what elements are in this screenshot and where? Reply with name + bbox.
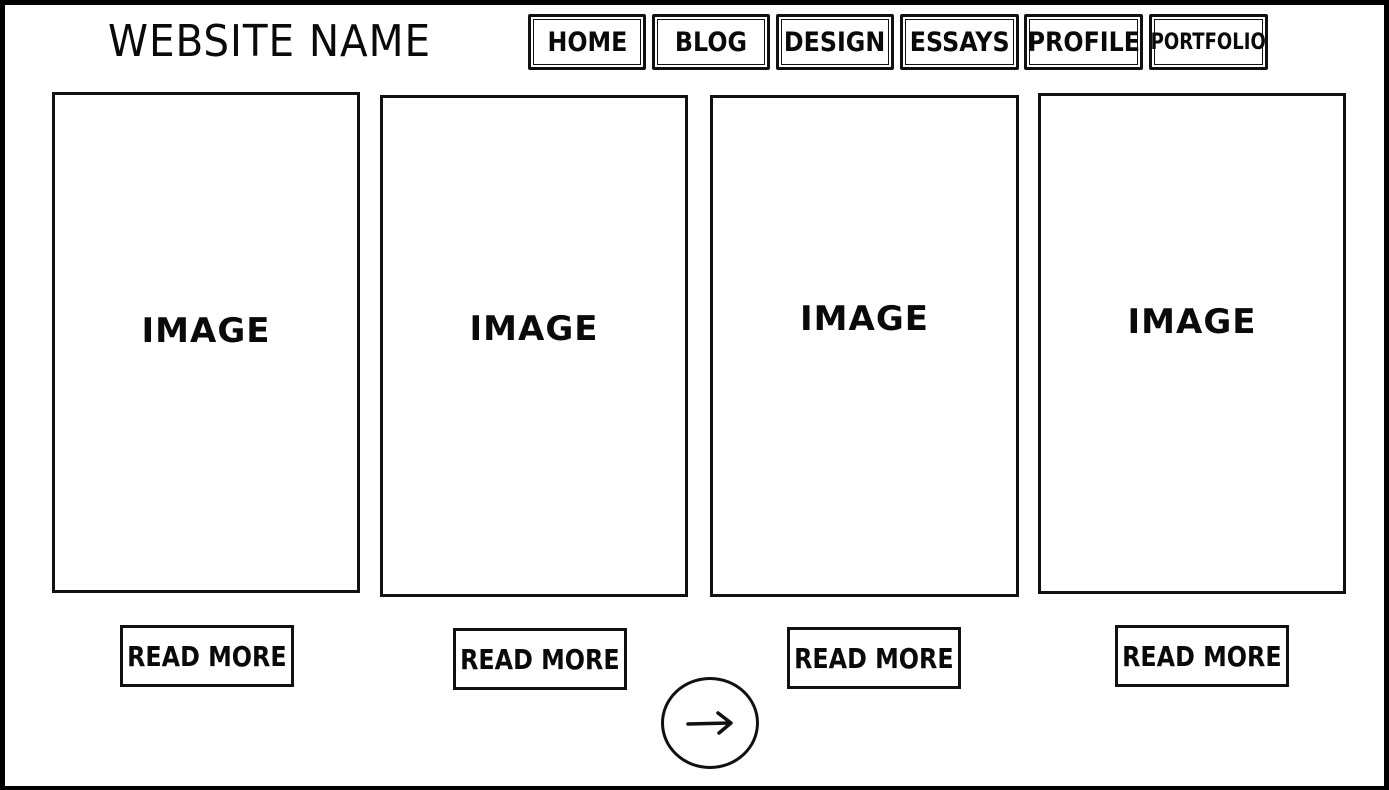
next-page-button[interactable] bbox=[661, 677, 759, 769]
image-placeholder-1: IMAGE bbox=[52, 92, 360, 593]
read-more-label: READ MORE bbox=[794, 641, 954, 675]
read-more-button-1[interactable]: READ MORE bbox=[120, 625, 294, 687]
image-placeholder-2: IMAGE bbox=[380, 95, 688, 597]
nav-blog-button[interactable]: BLOG bbox=[652, 14, 770, 70]
nav-portfolio-button[interactable]: PORTFOLIO bbox=[1149, 14, 1268, 70]
nav-profile-label: PROFILE bbox=[1027, 26, 1140, 58]
nav-essays-button[interactable]: ESSAYS bbox=[900, 14, 1019, 70]
nav-design-button[interactable]: DESIGN bbox=[776, 14, 894, 70]
read-more-label: READ MORE bbox=[1122, 639, 1282, 673]
image-placeholder-4: IMAGE bbox=[1038, 93, 1346, 594]
read-more-button-4[interactable]: READ MORE bbox=[1115, 625, 1289, 687]
nav-home-label: HOME bbox=[547, 26, 627, 58]
image-placeholder-3: IMAGE bbox=[710, 95, 1019, 597]
nav-portfolio-label: PORTFOLIO bbox=[1150, 29, 1267, 55]
image-label: IMAGE bbox=[141, 310, 271, 351]
arrow-right-icon bbox=[686, 711, 733, 735]
nav-profile-button[interactable]: PROFILE bbox=[1024, 14, 1143, 70]
read-more-label: READ MORE bbox=[127, 639, 287, 673]
read-more-button-2[interactable]: READ MORE bbox=[453, 628, 627, 690]
image-label: IMAGE bbox=[469, 309, 599, 349]
image-label: IMAGE bbox=[1127, 301, 1257, 342]
image-label: IMAGE bbox=[800, 299, 929, 339]
read-more-label: READ MORE bbox=[460, 642, 620, 676]
nav-design-label: DESIGN bbox=[784, 26, 886, 58]
site-name: WEBSITE NAME bbox=[108, 16, 431, 67]
nav-blog-label: BLOG bbox=[674, 26, 748, 58]
read-more-button-3[interactable]: READ MORE bbox=[787, 627, 961, 689]
nav-essays-label: ESSAYS bbox=[909, 26, 1010, 58]
nav-home-button[interactable]: HOME bbox=[528, 14, 646, 70]
